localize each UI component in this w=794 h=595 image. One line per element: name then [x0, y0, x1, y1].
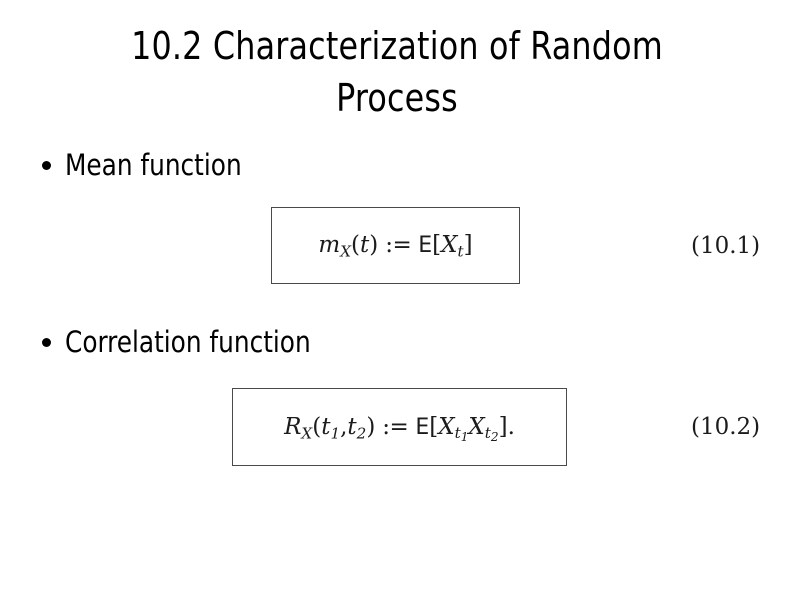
equation-1-open-bracket: [ [432, 232, 442, 258]
equation-2-lhs-subscript: X [301, 423, 313, 442]
equation-1-lhs-open-paren: ( [351, 232, 360, 258]
equation-2-rhs-subscript-1: t1 [454, 423, 469, 444]
bullet-label-correlation-function: Correlation function [65, 325, 311, 359]
equation-number-10-2: (10.2) [691, 414, 761, 440]
equation-2-rhs-symbol-1: X [438, 413, 455, 440]
equation-2-lhs-comma: , [340, 413, 348, 440]
equation-1-lhs-symbol: m [318, 232, 341, 258]
equation-1-lhs-subscript: X [340, 242, 351, 261]
equation-2-close-bracket: ] [498, 413, 508, 440]
equation-1-lhs-arg: t [359, 232, 370, 258]
equation-2-lhs-arg2-subscript: 2 [356, 423, 367, 442]
equation-2-rhs-sub2-base: t [484, 423, 491, 442]
equation-2-lhs-arg1-subscript: 1 [330, 423, 341, 442]
equation-1-rhs-symbol: X [441, 232, 458, 258]
equation-2-lhs-arg2: t [347, 413, 357, 440]
equation-2-rhs-sub2-index: 2 [490, 429, 499, 444]
bullet-item-mean-function: Mean function [42, 148, 251, 182]
equation-2-rhs-sub1-base: t [454, 423, 461, 442]
equation-2-lhs-open-paren: ( [312, 413, 322, 440]
equation-box-correlation-function: RX(t1,t2):=E[Xt1Xt2]. [232, 388, 567, 466]
equation-2-lhs-symbol: R [284, 413, 302, 440]
page-title-line-1: 10.2 Characterization of Random [131, 24, 663, 68]
equation-mean-function: mX(t):=E[Xt] [318, 232, 473, 261]
bullet-disc-icon [42, 161, 51, 170]
equation-2-terminator: . [507, 413, 515, 440]
equation-1-operator: := [385, 232, 412, 258]
bullet-disc-icon [42, 338, 51, 347]
page-title: 10.2 Characterization of Random Process [28, 20, 766, 124]
equation-box-mean-function: mX(t):=E[Xt] [271, 207, 520, 284]
equation-2-open-bracket: [ [429, 413, 439, 440]
equation-2-lhs-close-paren: ) [366, 413, 376, 440]
equation-number-10-1: (10.1) [691, 233, 761, 259]
equation-1-lhs-close-paren: ) [369, 232, 379, 258]
equation-2-rhs-sub1-index: 1 [460, 429, 469, 444]
bullet-item-correlation-function: Correlation function [42, 325, 324, 359]
equation-2-rhs-subscript-2: t2 [484, 423, 499, 444]
equation-correlation-function: RX(t1,t2):=E[Xt1Xt2]. [284, 413, 515, 444]
equation-2-lhs-arg1: t [321, 413, 331, 440]
bullet-label-mean-function: Mean function [65, 148, 242, 182]
equation-2-operator: := [382, 413, 409, 440]
equation-1-close-bracket: ] [463, 232, 473, 258]
page-title-line-2: Process [336, 76, 458, 120]
equation-1-expectation-symbol: E [418, 233, 433, 258]
equation-2-rhs-symbol-2: X [468, 413, 485, 440]
equation-1-rhs-subscript: t [457, 242, 464, 261]
equation-2-expectation-symbol: E [415, 414, 430, 440]
